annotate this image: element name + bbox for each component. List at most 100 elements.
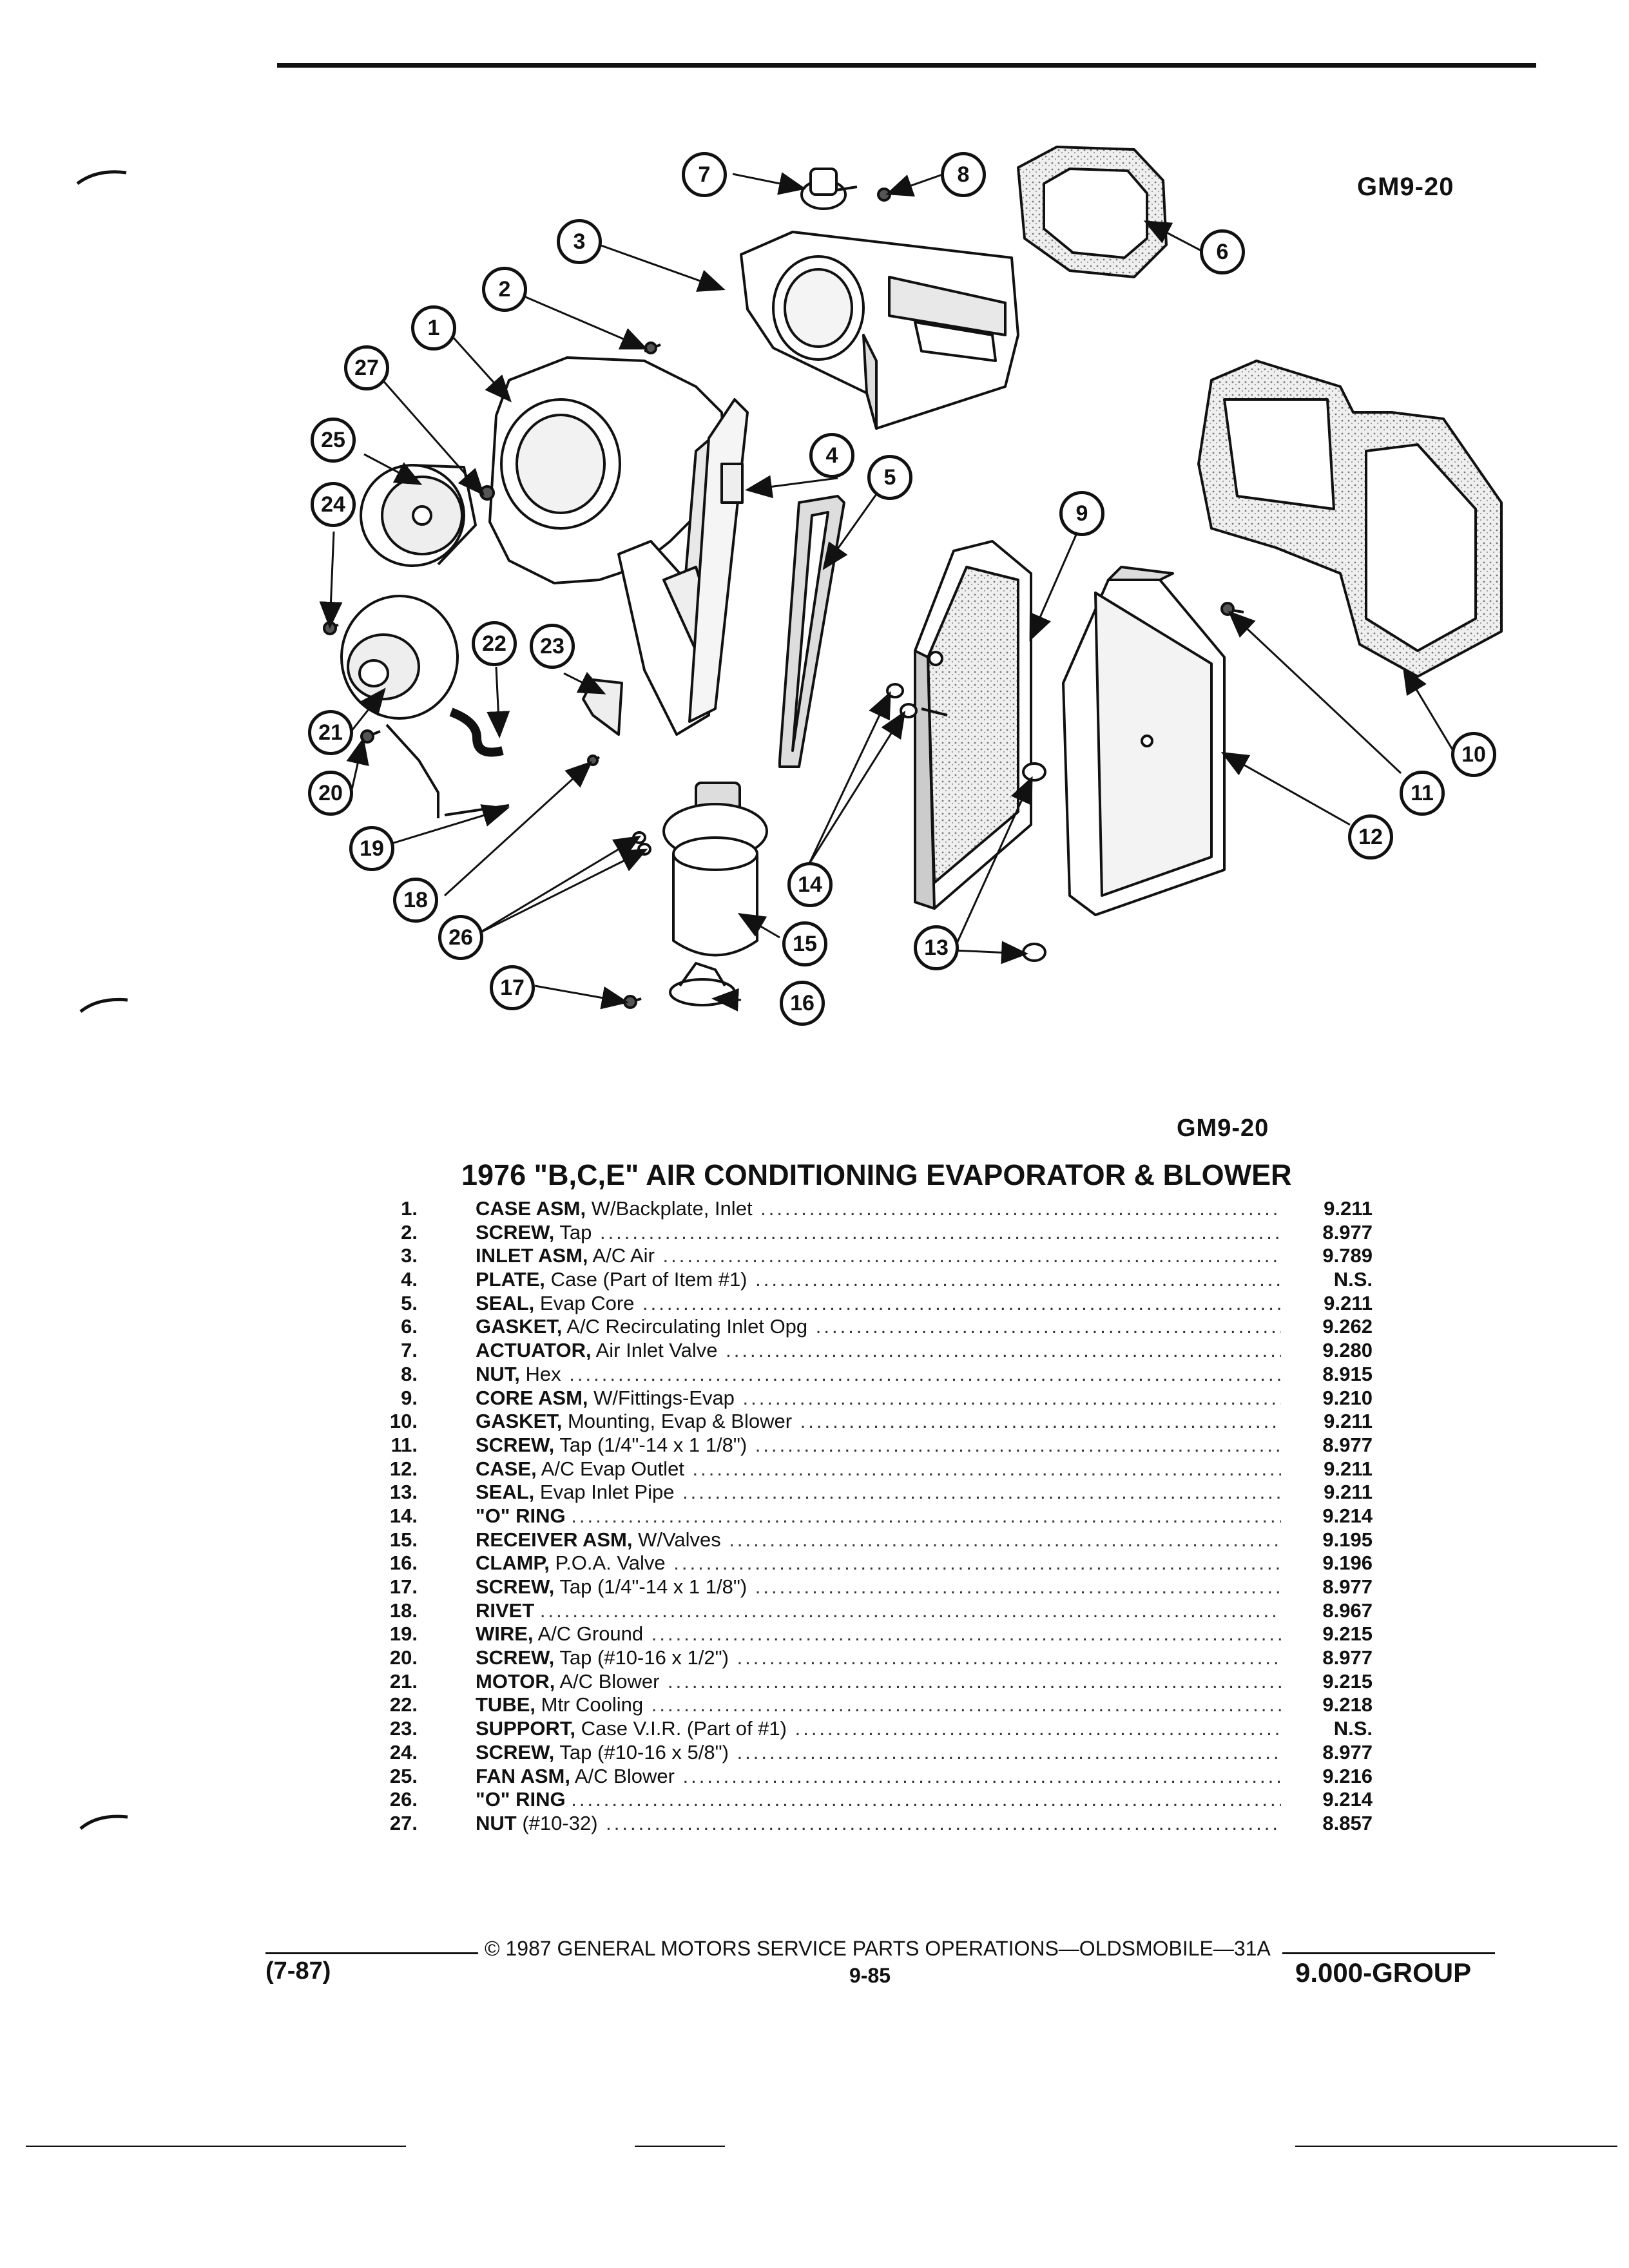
part-name: SCREW,: [476, 1220, 555, 1244]
group-number: 9.215: [1322, 1669, 1373, 1693]
leader-dots: ........................................…: [571, 1788, 1281, 1811]
group-number: 8.977: [1322, 1575, 1373, 1598]
part-name: ACTUATOR,: [476, 1339, 592, 1362]
callout-5: 5: [867, 455, 912, 500]
callout-16: 16: [780, 981, 825, 1026]
callout-17: 17: [490, 965, 535, 1010]
leader-dots: ........................................…: [651, 1622, 1281, 1646]
parts-row: 19.WIRE, A/C Ground ....................…: [367, 1622, 1373, 1646]
part-detail: Tap: [559, 1220, 592, 1244]
bottom-rule-mid: [635, 2146, 725, 2147]
evap-blower-mounting-gasket: [1197, 360, 1503, 678]
blower-fan-assembly: [360, 464, 477, 567]
leader-dots: ........................................…: [755, 1575, 1281, 1598]
part-detail: Tap (1/4"-14 x 1 1/8"): [559, 1433, 747, 1456]
part-detail: W/Valves: [638, 1528, 721, 1551]
part-name: SCREW,: [476, 1433, 555, 1456]
group-number: 9.210: [1322, 1386, 1373, 1409]
blower-case-assembly: [488, 356, 749, 736]
parts-row: 5.SEAL, Evap Core ......................…: [367, 1292, 1373, 1316]
leader-dots: ........................................…: [682, 1764, 1281, 1787]
part-name: GASKET,: [476, 1315, 563, 1338]
leader-dots: ........................................…: [673, 1552, 1281, 1575]
figure-code-top: GM9-20: [1357, 173, 1454, 201]
evap-inlet-pipe-seals: [1022, 762, 1046, 962]
leader-dots: ........................................…: [642, 1291, 1281, 1314]
group-number: 8.967: [1322, 1599, 1373, 1622]
part-name: "O" RING: [476, 1788, 566, 1811]
part-number: 13.: [389, 1481, 418, 1504]
part-description: INLET ASM, A/C Air .....................…: [476, 1244, 1281, 1267]
part-description: SCREW, Tap (1/4"-14 x 1 1/8") ..........…: [476, 1434, 1281, 1457]
part-name: RECEIVER ASM,: [476, 1528, 633, 1551]
group-number: 9.211: [1324, 1457, 1373, 1480]
callout-21: 21: [308, 710, 353, 755]
part-description: SCREW, Tap .............................…: [476, 1221, 1281, 1244]
part-description: SCREW, Tap (#10-16 x 5/8") .............…: [476, 1741, 1281, 1764]
part-detail: A/C Recirculating Inlet Opg: [566, 1315, 808, 1338]
part-detail: A/C Air: [592, 1244, 655, 1267]
footer-rule-right: [1282, 1952, 1495, 1954]
callout-8: 8: [941, 152, 986, 197]
part-name: INLET ASM,: [476, 1244, 588, 1267]
callout-22: 22: [472, 621, 517, 666]
part-number: 3.: [401, 1244, 418, 1267]
footer-page-number: 9-85: [849, 1964, 891, 1987]
part-description: GASKET, Mounting, Evap & Blower ........…: [476, 1410, 1281, 1433]
part-description: ACTUATOR, Air Inlet Valve ..............…: [476, 1339, 1281, 1362]
part-number: 1.: [401, 1197, 418, 1220]
callout-14: 14: [787, 862, 833, 907]
part-number: 15.: [389, 1528, 418, 1551]
group-number: N.S.: [1333, 1717, 1373, 1740]
part-name: MOTOR,: [476, 1669, 555, 1693]
part-detail: Mtr Cooling: [541, 1693, 644, 1716]
leader-dots: ........................................…: [795, 1717, 1281, 1740]
parts-row: 13.SEAL, Evap Inlet Pipe ...............…: [367, 1481, 1373, 1504]
part-name: SCREW,: [476, 1740, 555, 1763]
part-number: 22.: [389, 1693, 418, 1716]
part-detail: Hex: [525, 1362, 561, 1385]
callout-10: 10: [1451, 732, 1496, 777]
callout-20: 20: [308, 771, 353, 816]
footer-copyright: © 1987 GENERAL MOTORS SERVICE PARTS OPER…: [485, 1937, 1271, 1960]
part-description: SEAL, Evap Core ........................…: [476, 1292, 1281, 1315]
part-name: SEAL,: [476, 1291, 535, 1314]
part-detail: A/C Evap Outlet: [541, 1457, 684, 1480]
group-number: 9.211: [1324, 1410, 1373, 1433]
top-rule: [277, 63, 1536, 68]
callout-2: 2: [482, 267, 527, 312]
part-name: NUT,: [476, 1362, 520, 1385]
part-name: SUPPORT,: [476, 1717, 576, 1740]
bottom-rule-right: [1295, 2146, 1617, 2147]
leader-dots: ........................................…: [729, 1528, 1281, 1551]
part-name: NUT: [476, 1811, 517, 1834]
callout-7: 7: [682, 152, 727, 197]
part-name: CORE ASM,: [476, 1386, 588, 1409]
part-number: 25.: [389, 1764, 418, 1787]
parts-row: 24.SCREW, Tap (#10-16 x 5/8") ..........…: [367, 1741, 1373, 1765]
exploded-parts-diagram: [319, 146, 1503, 1012]
callout-18: 18: [393, 878, 438, 923]
leader-dots: ........................................…: [737, 1740, 1281, 1763]
part-description: CASE, A/C Evap Outlet ..................…: [476, 1457, 1281, 1481]
part-detail: A/C Ground: [537, 1622, 644, 1646]
group-number: 9.195: [1322, 1528, 1373, 1551]
parts-row: 9.CORE ASM, W/Fittings-Evap ............…: [367, 1387, 1373, 1410]
case-plate: [720, 463, 744, 504]
group-number: 9.216: [1322, 1764, 1373, 1787]
part-description: RIVET ..................................…: [476, 1599, 1281, 1622]
callout-layer: 7 8 3 6 2 1 27 25 24 4 5 9 22 23 21 20 1…: [0, 0, 1629, 1095]
part-number: 23.: [389, 1717, 418, 1740]
binder-mark-top: [76, 170, 127, 186]
part-number: 21.: [389, 1669, 418, 1693]
part-description: "O" RING ...............................…: [476, 1504, 1281, 1528]
parts-row: 17.SCREW, Tap (1/4"-14 x 1 1/8") .......…: [367, 1575, 1373, 1599]
part-description: SCREW, Tap (1/4"-14 x 1 1/8") ..........…: [476, 1575, 1281, 1599]
group-number: 9.215: [1322, 1622, 1373, 1646]
group-number: 9.196: [1322, 1552, 1373, 1575]
parts-row: 25.FAN ASM, A/C Blower .................…: [367, 1765, 1373, 1789]
leader-dots: ........................................…: [571, 1504, 1281, 1527]
parts-row: 18.RIVET ...............................…: [367, 1599, 1373, 1623]
part-number: 2.: [401, 1220, 418, 1244]
group-number: 8.857: [1322, 1811, 1373, 1834]
